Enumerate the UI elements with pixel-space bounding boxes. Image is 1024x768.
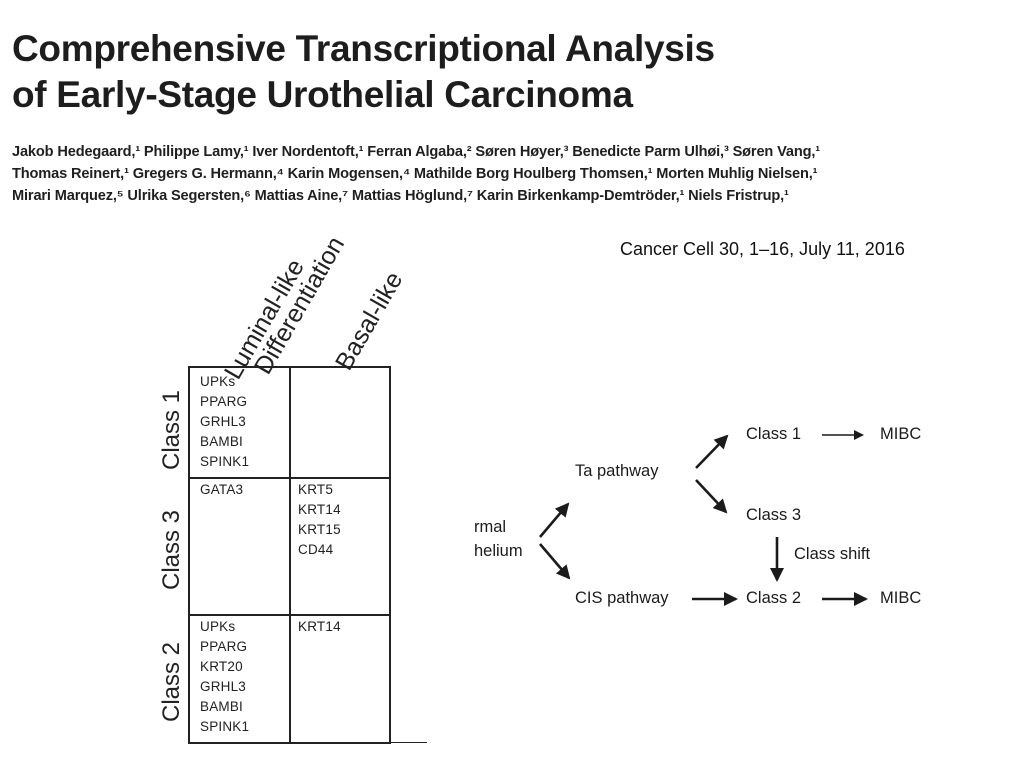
gene-marker: SPINK1 (200, 719, 250, 734)
authors-line-2: Thomas Reinert,¹ Gregers G. Hermann,⁴ Ka… (12, 166, 818, 182)
journal-citation: Cancer Cell 30, 1–16, July 11, 2016 (620, 239, 905, 259)
gene-marker: KRT5 (298, 482, 334, 497)
title-line-2: of Early-Stage Urothelial Carcinoma (12, 74, 633, 115)
title-line-1: Comprehensive Transcriptional Analysis (12, 28, 715, 69)
table-baseline-extension (391, 742, 427, 743)
gene-marker: CD44 (298, 542, 334, 557)
paper-title: Comprehensive Transcriptional Analysis o… (12, 26, 1012, 118)
gene-marker: UPKs (200, 619, 236, 634)
gene-marker: GATA3 (200, 482, 244, 497)
label-ta-pathway: Ta pathway (575, 462, 659, 480)
gene-marker: GRHL3 (200, 679, 247, 694)
label-mibc-top: MIBC (880, 425, 922, 443)
label-mibc-bottom: MIBC (880, 589, 922, 607)
label-class3: Class 3 (746, 506, 802, 524)
gene-marker: BAMBI (200, 434, 244, 449)
column-divider (289, 366, 291, 744)
gene-marker: KRT14 (298, 619, 341, 634)
gene-marker: PPARG (200, 639, 248, 654)
arrow-ta-to-class3 (695, 479, 728, 514)
gene-marker: BAMBI (200, 699, 244, 714)
gene-marker: SPINK1 (200, 454, 250, 469)
gene-marker: KRT20 (200, 659, 243, 674)
arrow-ta-to-class1 (695, 434, 729, 469)
arrow-normal-to-cis (539, 543, 571, 580)
gene-marker: GRHL3 (200, 414, 247, 429)
arrow-normal-to-ta (539, 502, 570, 538)
label-class2: Class 2 (746, 589, 802, 607)
label-cis-pathway: CIS pathway (575, 589, 669, 607)
cell-class2-basal: KRT14 (298, 617, 341, 637)
authors-line-1: Jakob Hedegaard,¹ Philippe Lamy,¹ Iver N… (12, 144, 820, 160)
label-normal-urothelium-line1: rmal (474, 518, 507, 536)
cell-class1-luminal: UPKs PPARG GRHL3 BAMBI SPINK1 (200, 372, 249, 472)
cell-class3-basal: KRT5 KRT14 KRT15 CD44 (298, 480, 341, 560)
label-normal-urothelium-line2: helium (474, 542, 523, 560)
label-class-shift: Class shift (794, 545, 871, 563)
gene-marker: PPARG (200, 394, 248, 409)
cell-class3-luminal: GATA3 (200, 480, 243, 500)
authors-line-3: Mirari Marquez,⁵ Ulrika Segersten,⁶ Matt… (12, 188, 789, 204)
author-list: Jakob Hedegaard,¹ Philippe Lamy,¹ Iver N… (12, 141, 1022, 207)
label-class1: Class 1 (746, 425, 802, 443)
gene-marker: KRT14 (298, 502, 341, 517)
gene-marker: UPKs (200, 374, 236, 389)
cell-class2-luminal: UPKs PPARG KRT20 GRHL3 BAMBI SPINK1 (200, 617, 249, 737)
gene-marker: KRT15 (298, 522, 341, 537)
